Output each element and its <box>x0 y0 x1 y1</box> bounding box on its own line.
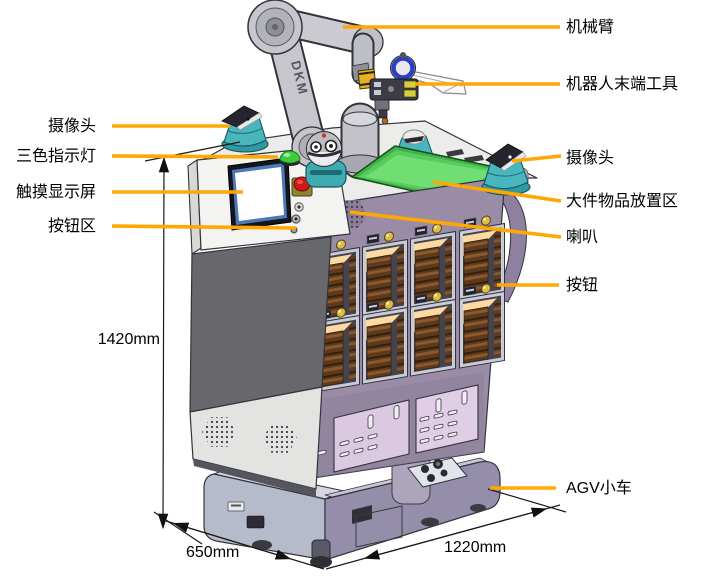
control-panel <box>187 145 351 255</box>
dimension-height: 1420mm <box>97 331 160 348</box>
leader-button-area <box>111 224 297 230</box>
touch-screen[interactable] <box>227 157 292 231</box>
leader-lines <box>111 25 562 490</box>
label-tricolor-indicator: 三色指示灯 <box>15 148 96 165</box>
side-vent-grilles <box>202 417 297 453</box>
panel-buttons[interactable] <box>290 202 304 234</box>
label-touch-screen: 触摸显示屏 <box>15 184 96 201</box>
label-button: 按钮 <box>566 277 599 294</box>
label-camera-left: 摄像头 <box>47 118 96 135</box>
label-speaker: 喇叭 <box>566 229 599 246</box>
dimension-width: 1220mm <box>444 539 507 556</box>
end-effector <box>351 52 467 125</box>
tricolor-indicator-light <box>279 150 301 166</box>
label-agv-cart: AGV小车 <box>566 480 632 497</box>
vision-head <box>305 130 347 188</box>
label-camera-right: 摄像头 <box>566 150 615 167</box>
leader-tricolor <box>111 154 279 159</box>
label-robot-end-tool: 机器人末端工具 <box>566 76 679 93</box>
camera-left <box>221 105 269 153</box>
dimension-lines <box>144 141 567 570</box>
cabinet-left-face <box>189 236 332 497</box>
robot-arm: DKM <box>247 0 384 168</box>
dimension-depth: 650mm <box>186 544 240 561</box>
label-robot-arm: 机械臂 <box>566 19 615 36</box>
leader-speaker <box>349 210 562 239</box>
leader-large-item-area <box>432 180 562 203</box>
label-button-area: 按钮区 <box>47 218 96 235</box>
label-large-item-area: 大件物品放置区 <box>566 193 679 210</box>
agv-control-plate[interactable] <box>407 457 468 488</box>
leader-camera-right <box>511 154 562 163</box>
